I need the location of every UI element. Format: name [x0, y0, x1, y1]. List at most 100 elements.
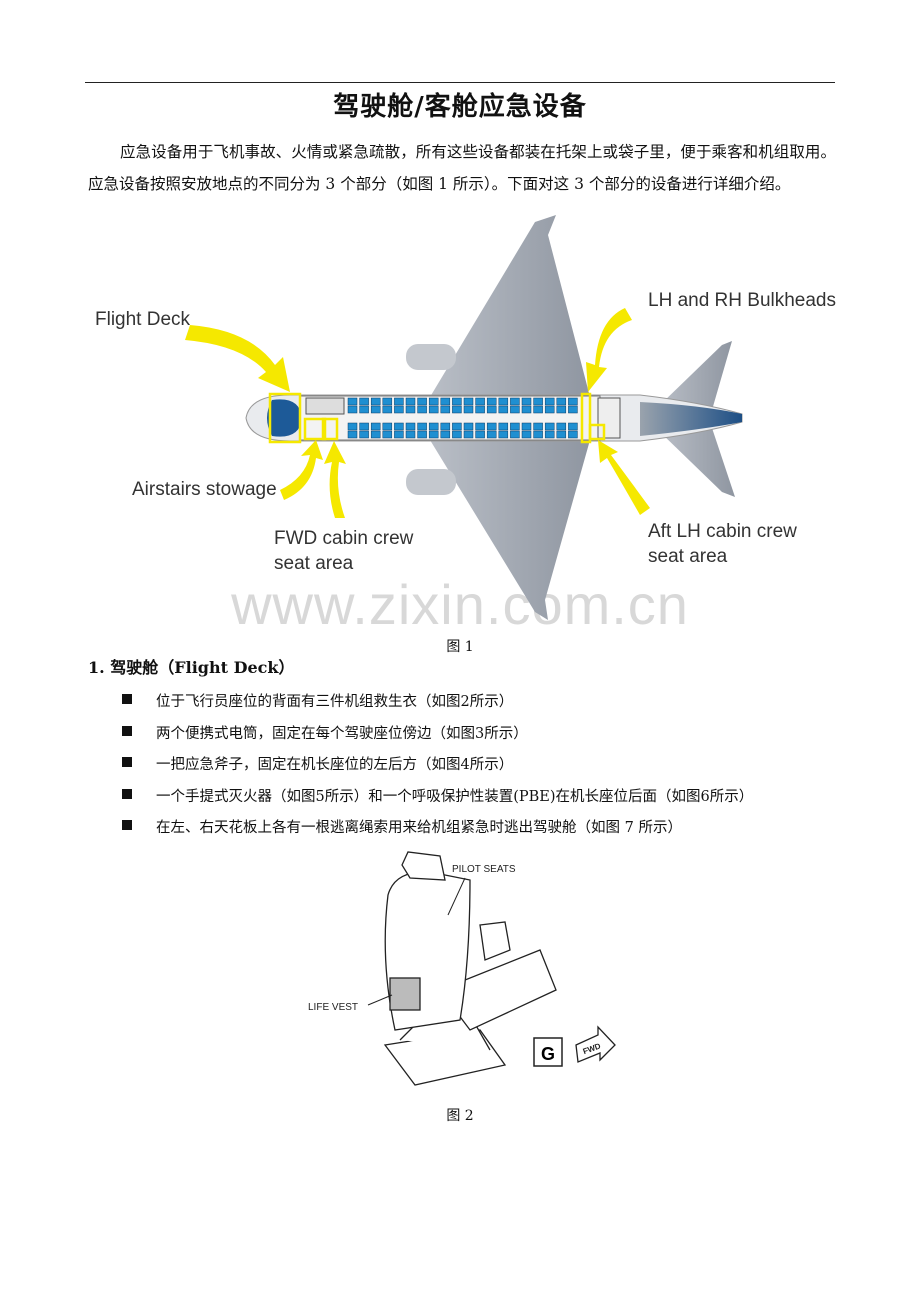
passenger-seat — [510, 405, 520, 414]
bullet-square-icon — [122, 820, 132, 830]
passenger-seat — [498, 422, 509, 431]
list-item: 一个手提式灭火器（如图5所示）和一个呼吸保护性装置(PBE)在机长座位后面（如图… — [122, 785, 753, 817]
passenger-seat — [533, 405, 543, 414]
page-title: 驾驶舱/客舱应急设备 — [333, 92, 587, 122]
passenger-seat — [405, 397, 416, 406]
passenger-seat — [428, 430, 439, 439]
passenger-seat — [428, 397, 439, 406]
bullet-square-icon — [122, 757, 132, 767]
aft-crew-highlight — [588, 423, 606, 441]
passenger-seat — [452, 422, 462, 431]
passenger-seat — [498, 405, 509, 414]
passenger-seat — [498, 430, 509, 439]
arrow-flight-deck — [185, 325, 290, 392]
passenger-seat — [394, 422, 404, 431]
figure-1-aircraft-diagram: Flight Deck LH and RH Bulkheads Airstair… — [95, 215, 836, 620]
upper-wing — [430, 215, 590, 397]
passenger-seat — [440, 430, 451, 439]
passenger-seat — [544, 430, 555, 439]
passenger-seat — [463, 430, 474, 439]
passenger-seat — [544, 397, 555, 406]
passenger-seat — [463, 397, 474, 406]
passenger-seat — [475, 422, 485, 431]
galley-fwd — [305, 397, 345, 415]
passenger-seat — [475, 405, 485, 414]
passenger-seat — [452, 405, 462, 414]
passenger-seat — [440, 397, 451, 406]
passenger-seat — [568, 422, 578, 431]
passenger-seat — [544, 405, 555, 414]
bulkhead-highlight — [580, 392, 592, 444]
bullet-square-icon — [122, 788, 132, 799]
passenger-seat — [440, 405, 451, 414]
passenger-seat — [394, 430, 404, 439]
passenger-seat — [556, 405, 567, 414]
passenger-seat — [428, 422, 439, 431]
label-pilot-seats: PILOT SEATS — [452, 864, 516, 875]
airstairs-highlight — [303, 417, 327, 441]
passenger-seat — [463, 422, 474, 431]
passenger-seat — [510, 430, 520, 439]
passenger-seat — [417, 405, 427, 414]
passenger-seat — [370, 397, 381, 406]
passenger-seat — [394, 405, 404, 414]
label-flight-deck: Flight Deck — [95, 309, 191, 330]
passenger-seat — [359, 430, 369, 439]
watermark: www.zixin.com.cn — [231, 573, 689, 636]
list-item: 位于飞行员座位的背面有三件机组救生衣（如图2所示） — [122, 690, 753, 722]
passenger-seat — [370, 422, 381, 431]
passenger-seat — [370, 430, 381, 439]
passenger-seat — [486, 397, 497, 406]
passenger-seat — [394, 397, 404, 406]
label-aft-crew-line2: seat area — [648, 546, 728, 567]
lower-wing — [430, 440, 590, 620]
figure-1-caption: 图 1 — [446, 639, 474, 655]
passenger-seat — [475, 430, 485, 439]
passenger-seat — [556, 422, 567, 431]
passenger-seat — [359, 405, 369, 414]
arrow-airstairs — [280, 440, 323, 500]
passenger-seat — [568, 430, 578, 439]
header-rule — [85, 82, 835, 83]
tail-cone — [640, 402, 742, 436]
passenger-seat — [370, 405, 381, 414]
upper-engine — [406, 344, 456, 370]
label-aft-crew-line1: Aft LH cabin crew — [648, 521, 797, 542]
passenger-seat — [463, 405, 474, 414]
passenger-seat — [544, 422, 555, 431]
zone-box — [533, 1037, 563, 1067]
passenger-seat — [382, 422, 393, 431]
passenger-seat — [533, 422, 543, 431]
life-vest-leader-line — [367, 994, 393, 1006]
label-fwd-crew-line1: FWD cabin crew — [274, 528, 414, 549]
flight-deck-highlight — [268, 392, 302, 444]
galley-aft — [597, 397, 621, 439]
label-airstairs: Airstairs stowage — [132, 479, 277, 500]
passenger-seat — [510, 422, 520, 431]
bullet-square-icon — [122, 725, 132, 736]
bullet-square-icon — [122, 694, 132, 704]
passenger-seat — [521, 405, 532, 414]
fwd-arrow-icon — [575, 1025, 616, 1063]
arrow-fwd-crew — [324, 441, 346, 518]
passenger-seat — [521, 397, 532, 406]
figure-2-caption: 图 2 — [446, 1108, 474, 1124]
life-vest-pouch — [389, 977, 421, 1011]
passenger-seat — [347, 430, 358, 439]
headrest — [401, 851, 446, 881]
label-fwd-crew-line2: seat area — [274, 553, 354, 574]
passenger-seat — [568, 405, 578, 414]
label-life-vest: LIFE VEST — [308, 1002, 358, 1013]
zone-label: G — [541, 1044, 555, 1064]
upper-stabilizer — [660, 341, 732, 410]
passenger-seat — [452, 430, 462, 439]
passenger-seat — [417, 430, 427, 439]
list-item: 在左、右天花板上各有一根逃离绳索用来给机组紧急时逃出驾驶舱（如图 7 所示） — [122, 816, 753, 848]
list-item: 一把应急斧子，固定在机长座位的左后方（如图4所示） — [122, 753, 753, 785]
passenger-seats — [347, 397, 578, 439]
figure-2-pilot-seat-drawing: PILOT SEATS LIFE VEST G FWD — [308, 851, 616, 1086]
cockpit — [267, 399, 302, 437]
arrow-aft-crew — [598, 440, 650, 515]
lower-stabilizer — [660, 428, 735, 497]
passenger-seat — [568, 397, 578, 406]
